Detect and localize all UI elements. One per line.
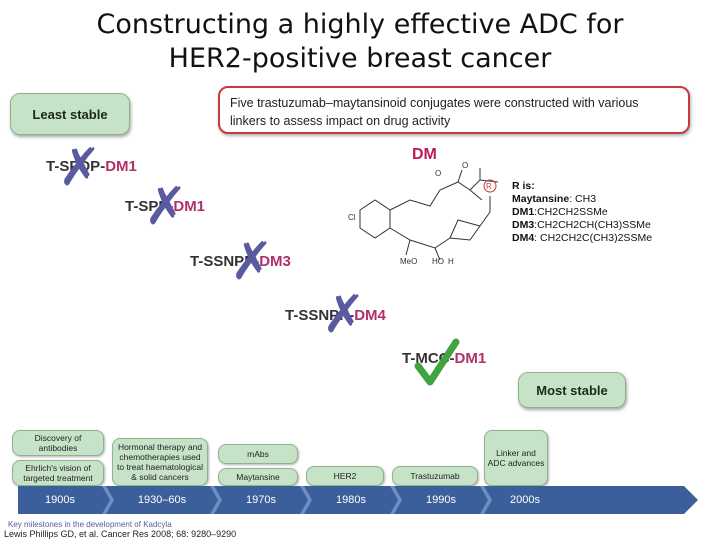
conjugate-dm: DM1 — [105, 158, 137, 175]
timeline-box-mabs: mAbs — [218, 444, 298, 464]
check-mark-icon — [414, 338, 460, 386]
timeline-box-linker-adc: Linker and ADC advances — [484, 430, 548, 486]
five-conjugates-callout: Five trastuzumab–maytansinoid conjugates… — [218, 86, 690, 134]
r-maytansine-value: : CH3 — [569, 193, 597, 205]
timeline-box-maytansine: Maytansine — [218, 468, 298, 486]
timeline-box-ehrlich: Ehrlich's vision of targeted treatment — [12, 460, 104, 486]
conjugate-linker: SSNPP- — [203, 253, 260, 270]
svg-text:MeO: MeO — [400, 257, 417, 266]
conjugate-linker: SSNPP- — [298, 307, 355, 324]
timeline-footnote: Key milestones in the development of Kad… — [8, 520, 172, 529]
title-line-1: Constructing a highly effective ADC for — [96, 9, 624, 40]
timeline-label: 2000s — [510, 494, 540, 506]
conjugate-ssnpp-dm4: T-SSNPP-DM4 — [285, 307, 386, 324]
r-group-definitions: R is: Maytansine: CH3 DM1:CH2CH2SSMe DM3… — [512, 180, 692, 245]
conjugate-linker: SPP- — [138, 198, 174, 215]
timeline-box-hormonal: Hormonal therapy and chemotherapies used… — [112, 438, 208, 486]
r-dm3-name: DM3 — [512, 219, 535, 231]
conjugate-t: T- — [190, 253, 204, 270]
svg-text:H: H — [448, 257, 454, 266]
conjugate-linker: SPDP- — [59, 158, 106, 175]
most-stable-label: Most stable — [518, 372, 626, 408]
least-stable-label: Least stable — [10, 93, 130, 135]
conjugate-spp-dm1: T-SPP-DM1 — [125, 198, 205, 215]
timeline-label: 1990s — [426, 494, 456, 506]
x-mark-icon: ✗ — [58, 138, 102, 198]
r-dm1-value: :CH2CH2SSMe — [534, 206, 608, 218]
maytansinoid-structure-diagram: Cl O O MeO HO H R — [348, 161, 499, 266]
r-dm3-value: :CH2CH2CH(CH3)SSMe — [534, 219, 651, 231]
conjugate-t: T- — [402, 350, 416, 367]
five-conjugates-text: Five trastuzumab–maytansinoid conjugates… — [230, 96, 639, 128]
r-maytansine-name: Maytansine — [512, 193, 570, 205]
dm-label: DM — [412, 146, 437, 163]
r-dm4-value: : CH2CH2C(CH3)2SSMe — [534, 232, 653, 244]
conjugate-t: T- — [46, 158, 60, 175]
conjugate-dm: DM1 — [173, 198, 206, 215]
conjugate-dm: DM1 — [454, 350, 487, 367]
citation: Lewis Phillips GD, et al. Cancer Res 200… — [4, 529, 237, 539]
timeline-label: 1980s — [336, 494, 366, 506]
timeline-box-trastuzumab: Trastuzumab — [392, 466, 478, 486]
x-mark-icon: ✗ — [322, 285, 366, 345]
timeline-arrow-shape — [18, 486, 698, 514]
timeline-box-discovery: Discovery of antibodies — [12, 430, 104, 456]
r-is-heading: R is: — [512, 180, 535, 192]
conjugate-spdp-dm1: T-SPDP-DM1 — [46, 158, 137, 175]
conjugate-dm: DM3 — [259, 253, 291, 270]
svg-text:O: O — [435, 169, 441, 178]
svg-text:R: R — [486, 182, 492, 191]
r-dm1-name: DM1 — [512, 206, 535, 218]
x-mark-icon: ✗ — [144, 177, 188, 237]
svg-text:O: O — [462, 161, 468, 170]
timeline-box-her2: HER2 — [306, 466, 384, 486]
timeline-label: 1930–60s — [137, 494, 187, 506]
conjugate-ssnpp-dm3: T-SSNPP-DM3 — [190, 253, 291, 270]
conjugate-t: T- — [125, 198, 139, 215]
page-title: Constructing a highly effective ADC for … — [0, 8, 720, 76]
title-line-2: HER2-positive breast cancer — [168, 43, 552, 74]
conjugate-dm: DM4 — [354, 307, 386, 324]
conjugate-t: T- — [285, 307, 299, 324]
svg-text:HO: HO — [432, 257, 444, 266]
timeline-bar: 1900s 1930–60s 1970s 1980s 1990s 2000s — [18, 486, 698, 514]
timeline-label: 1900s — [45, 494, 75, 506]
timeline-label: 1970s — [246, 494, 276, 506]
x-mark-icon: ✗ — [230, 232, 274, 292]
r-dm4-name: DM4 — [512, 232, 535, 244]
svg-text:Cl: Cl — [348, 213, 356, 222]
